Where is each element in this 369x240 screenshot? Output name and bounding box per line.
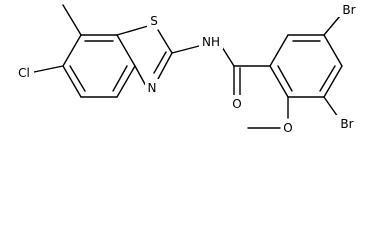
carbonyl-double-bond [233, 65, 241, 96]
atom-carbonyl-oxygen: O [230, 95, 244, 111]
svg-text:N: N [148, 81, 157, 95]
atom-amide-nh: NH [199, 33, 223, 49]
dibromophenyl-ring [269, 34, 343, 98]
svg-text:Cl: Cl [18, 66, 30, 80]
atom-sulfur: S [147, 12, 161, 28]
benzothiazole-benzene-ring [62, 34, 136, 98]
structure-canvas: Cl S N NH O O Br Br [14, 1, 360, 135]
atom-bromine-top: Br [338, 1, 360, 17]
atom-chlorine: Cl [14, 64, 34, 80]
svg-text:O: O [232, 97, 241, 111]
svg-text:Br: Br [340, 117, 353, 131]
svg-text:Br: Br [342, 3, 355, 17]
bromo-top-bond [323, 15, 341, 36]
molecule-diagram: Cl S N NH O O Br Br [14, 1, 360, 135]
methyl-bond [62, 4, 82, 36]
svg-text:NH: NH [202, 35, 220, 49]
c2-n-bond [171, 45, 200, 54]
svg-text:S: S [150, 14, 158, 28]
atom-thiazole-nitrogen: N [145, 79, 159, 95]
chloro-bond [33, 65, 64, 73]
svg-text:O: O [283, 121, 292, 135]
thiazole-ring [116, 25, 173, 87]
bromo-bottom-bond [323, 96, 339, 118]
atom-bromine-bottom: Br [336, 115, 358, 131]
n-carbonyl-bond [221, 46, 235, 67]
atom-methoxy-oxygen: O [281, 119, 295, 135]
